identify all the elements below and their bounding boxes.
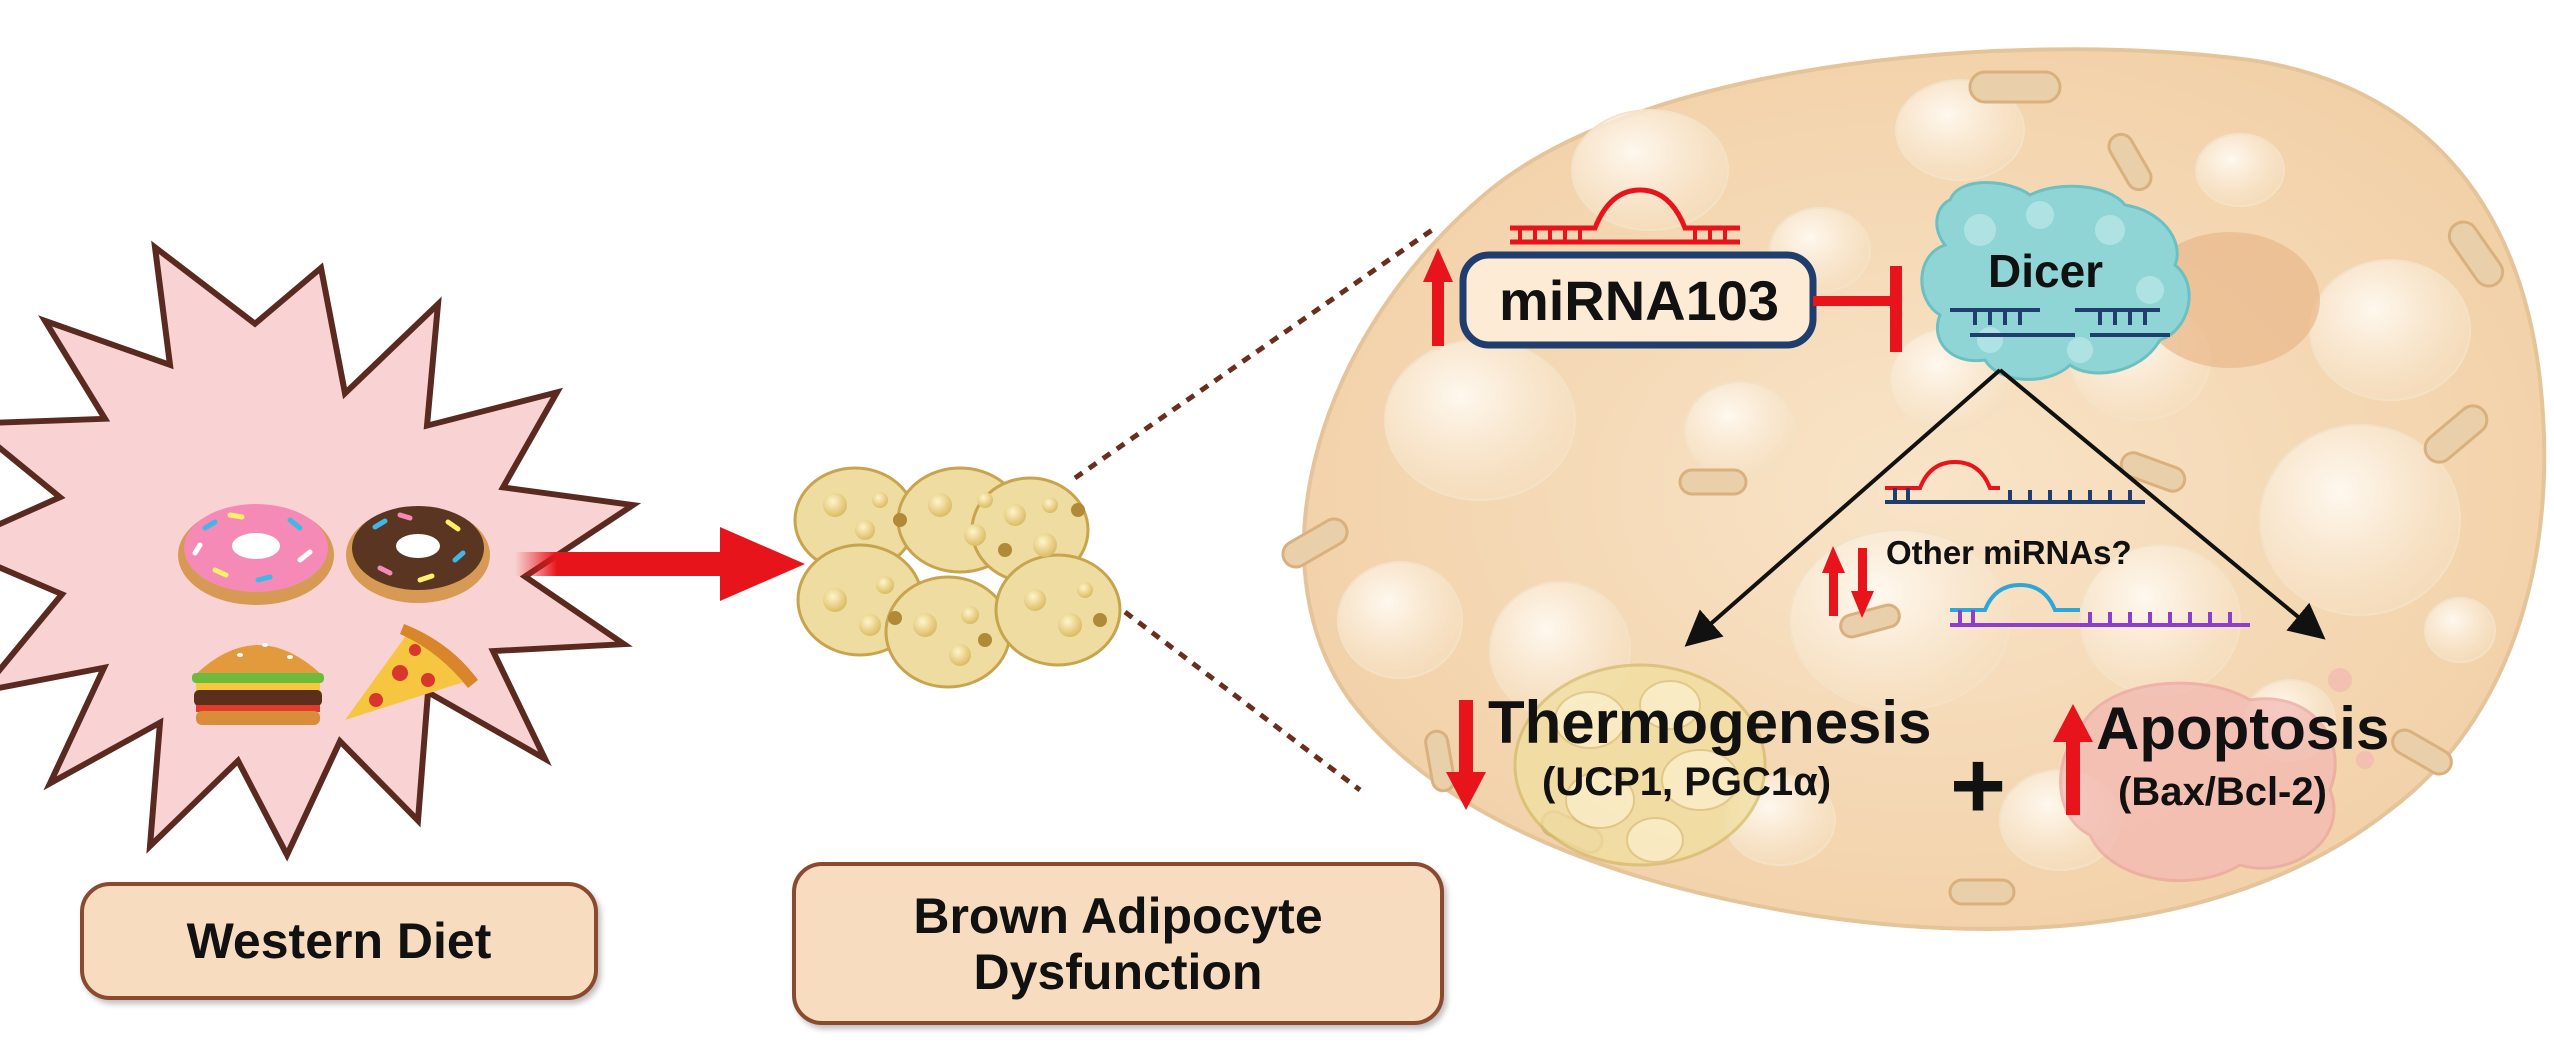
mirna-hairpin-icon <box>1510 187 1740 245</box>
donut-pink-icon <box>178 504 334 605</box>
western-diet-text: Western Diet <box>186 913 492 969</box>
thermogenesis-text: Thermogenesis <box>1488 689 1932 756</box>
dicer-branch-arrows <box>1684 368 2326 647</box>
brown-adipocyte-line2: Dysfunction <box>973 943 1263 1000</box>
other-mirna-red-icon <box>1885 459 2145 504</box>
up-arrow-icon <box>1423 248 1453 346</box>
thermogenesis-markers-text: (UCP1, PGC1α) <box>1542 760 1832 804</box>
nucleus <box>2140 232 2320 368</box>
brown-adipocyte-label: Brown Adipocyte Dysfunction <box>792 862 1444 1025</box>
mirna103-text: miRNA103 <box>1498 269 1780 332</box>
plus-sign: + <box>1950 732 2007 839</box>
dicer-enzyme-icon <box>1920 181 2191 381</box>
apoptotic-cell-icon <box>2059 668 2374 883</box>
up-arrow-icon-apoptosis <box>2053 704 2093 815</box>
other-mirnas-text: Other miRNAs? <box>1886 534 2132 571</box>
adipocyte-cluster-icon <box>793 466 1122 689</box>
dicer-text: Dicer <box>1988 245 2104 297</box>
zoom-lines <box>1073 227 1434 792</box>
donut-chocolate-icon <box>346 506 490 603</box>
inhibition-icon <box>1813 266 1902 352</box>
other-mirna-cyan-icon <box>1950 582 2250 627</box>
apoptosis-markers-text: (Bax/Bcl-2) <box>2118 770 2327 814</box>
pizza-slice-icon <box>345 624 478 720</box>
diet-to-adipocyte-arrow <box>515 527 805 601</box>
brown-adipocyte-line1: Brown Adipocyte <box>913 887 1323 944</box>
down-arrow-icon <box>1446 700 1486 810</box>
western-diet-label: Western Diet <box>80 882 598 1000</box>
updown-arrows-icon <box>1822 546 1874 618</box>
apoptosis-text: Apoptosis <box>2096 695 2390 762</box>
thermogenic-cell-icon <box>1513 663 1767 867</box>
burger-icon <box>192 643 324 725</box>
